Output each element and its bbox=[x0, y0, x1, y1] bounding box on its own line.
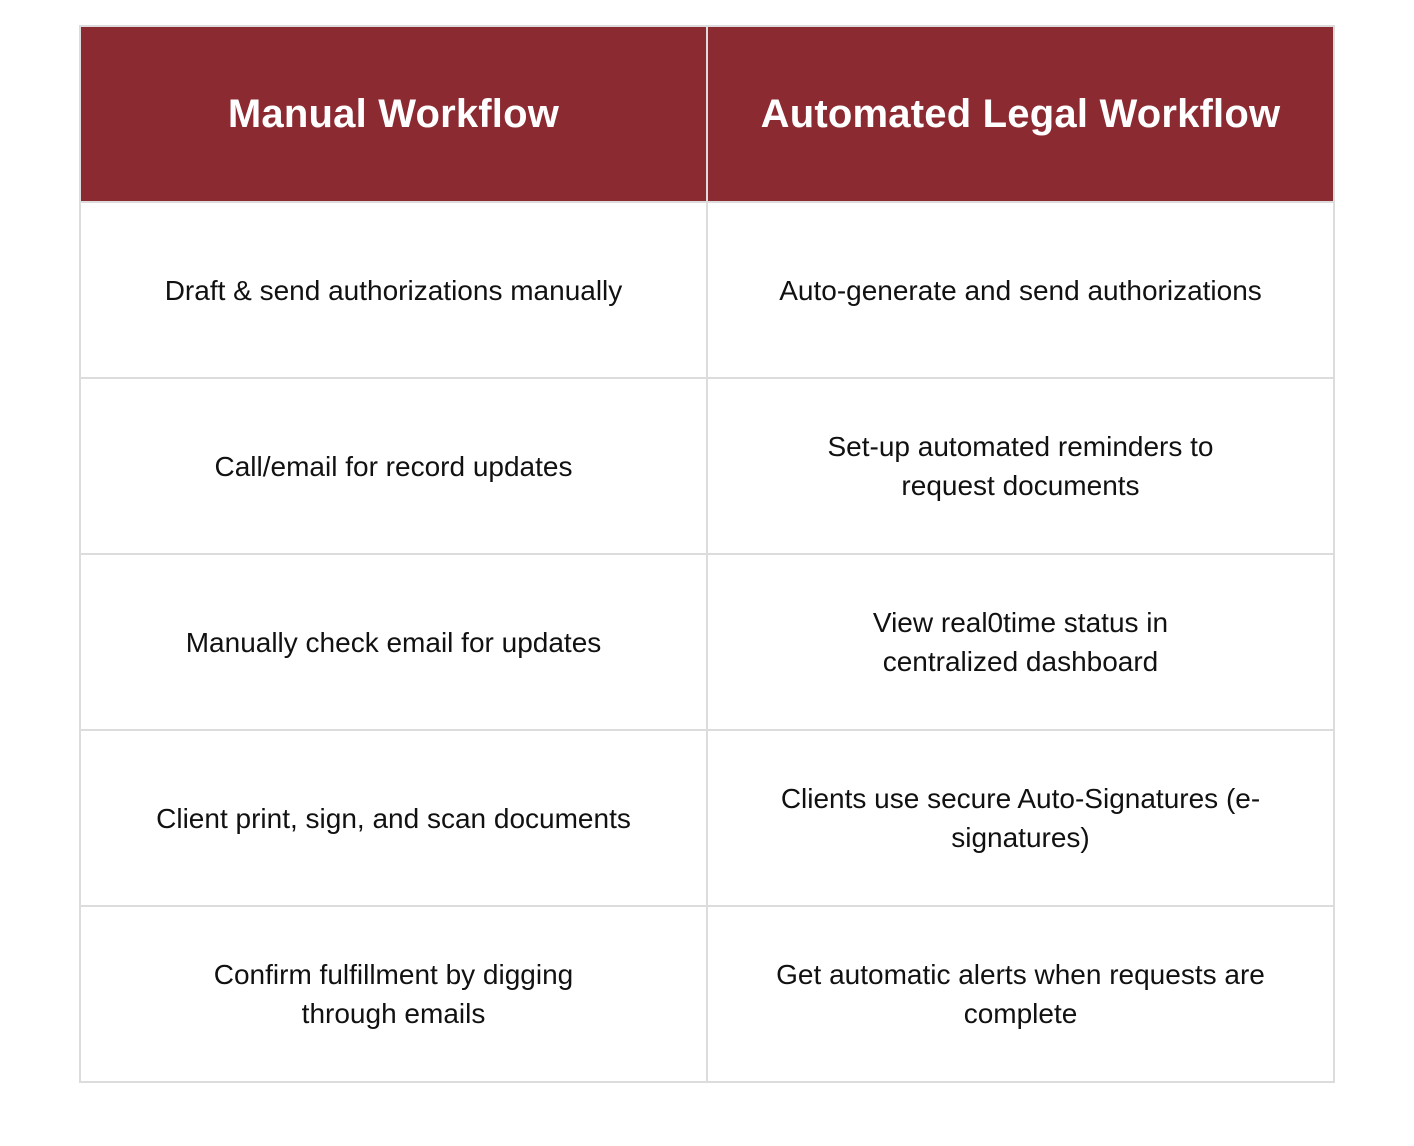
table-row: Confirm fulfillment by digging through e… bbox=[79, 905, 1335, 1083]
manual-cell: Confirm fulfillment by digging through e… bbox=[79, 905, 708, 1083]
manual-cell: Client print, sign, and scan documents bbox=[79, 729, 708, 907]
manual-cell: Draft & send authorizations manually bbox=[79, 201, 708, 379]
workflow-comparison-table: Manual Workflow Automated Legal Workflow… bbox=[79, 25, 1335, 1083]
automated-cell: Set-up automated reminders to request do… bbox=[706, 377, 1335, 555]
table-row: Draft & send authorizations manually Aut… bbox=[79, 201, 1335, 379]
automated-cell: Clients use secure Auto-Signatures (e-si… bbox=[706, 729, 1335, 907]
header-row: Manual Workflow Automated Legal Workflow bbox=[79, 25, 1335, 203]
manual-cell: Call/email for record updates bbox=[79, 377, 708, 555]
automated-cell: Get automatic alerts when requests are c… bbox=[706, 905, 1335, 1083]
header-manual-workflow: Manual Workflow bbox=[79, 25, 708, 203]
table-row: Client print, sign, and scan documents C… bbox=[79, 729, 1335, 907]
manual-cell: Manually check email for updates bbox=[79, 553, 708, 731]
automated-cell: View real0time status in centralized das… bbox=[706, 553, 1335, 731]
table-row: Manually check email for updates View re… bbox=[79, 553, 1335, 731]
table-row: Call/email for record updates Set-up aut… bbox=[79, 377, 1335, 555]
automated-cell: Auto-generate and send authorizations bbox=[706, 201, 1335, 379]
header-automated-workflow: Automated Legal Workflow bbox=[706, 25, 1335, 203]
